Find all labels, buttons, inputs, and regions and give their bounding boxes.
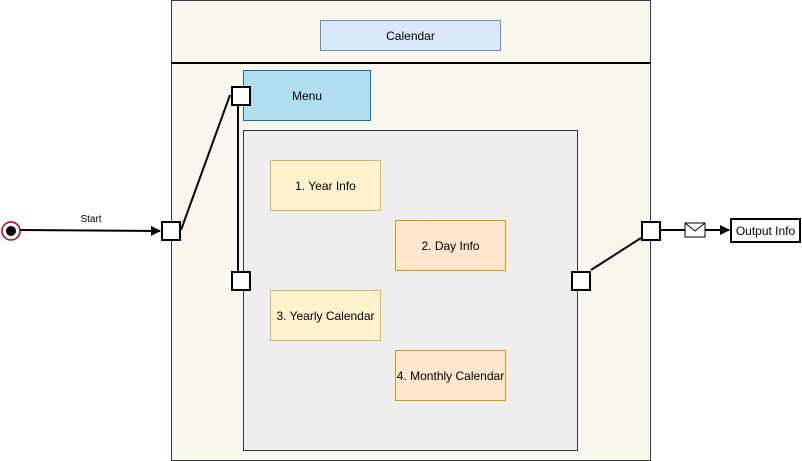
start-label: Start [80,214,102,225]
year-info-label: 1. Year Info [295,178,356,193]
container-input-port[interactable] [161,221,181,241]
menu-port[interactable] [231,86,251,106]
panel-output-port[interactable] [571,271,591,291]
monthly-calendar-box[interactable]: 4. Monthly Calendar [395,350,506,401]
year-info-box[interactable]: 1. Year Info [270,160,381,211]
yearly-calendar-label: 3. Yearly Calendar [276,308,375,323]
menu-box[interactable]: Menu [243,70,371,121]
output-info-box[interactable]: Output Info [730,218,801,243]
day-info-label: 2. Day Info [421,238,480,253]
day-info-box[interactable]: 2. Day Info [395,220,506,271]
container-output-port[interactable] [641,221,661,241]
calendar-title-label: Calendar [386,28,435,43]
message-envelope-icon [684,222,706,238]
panel-input-port[interactable] [231,271,251,291]
output-info-label: Output Info [735,223,796,238]
menu-label: Menu [291,88,323,103]
yearly-calendar-box[interactable]: 3. Yearly Calendar [270,290,381,341]
monthly-calendar-label: 4. Monthly Calendar [396,368,505,383]
start-marker-icon[interactable] [1,221,21,241]
start-flow-arrow[interactable] [19,225,161,236]
calendar-title-box[interactable]: Calendar [320,20,501,51]
